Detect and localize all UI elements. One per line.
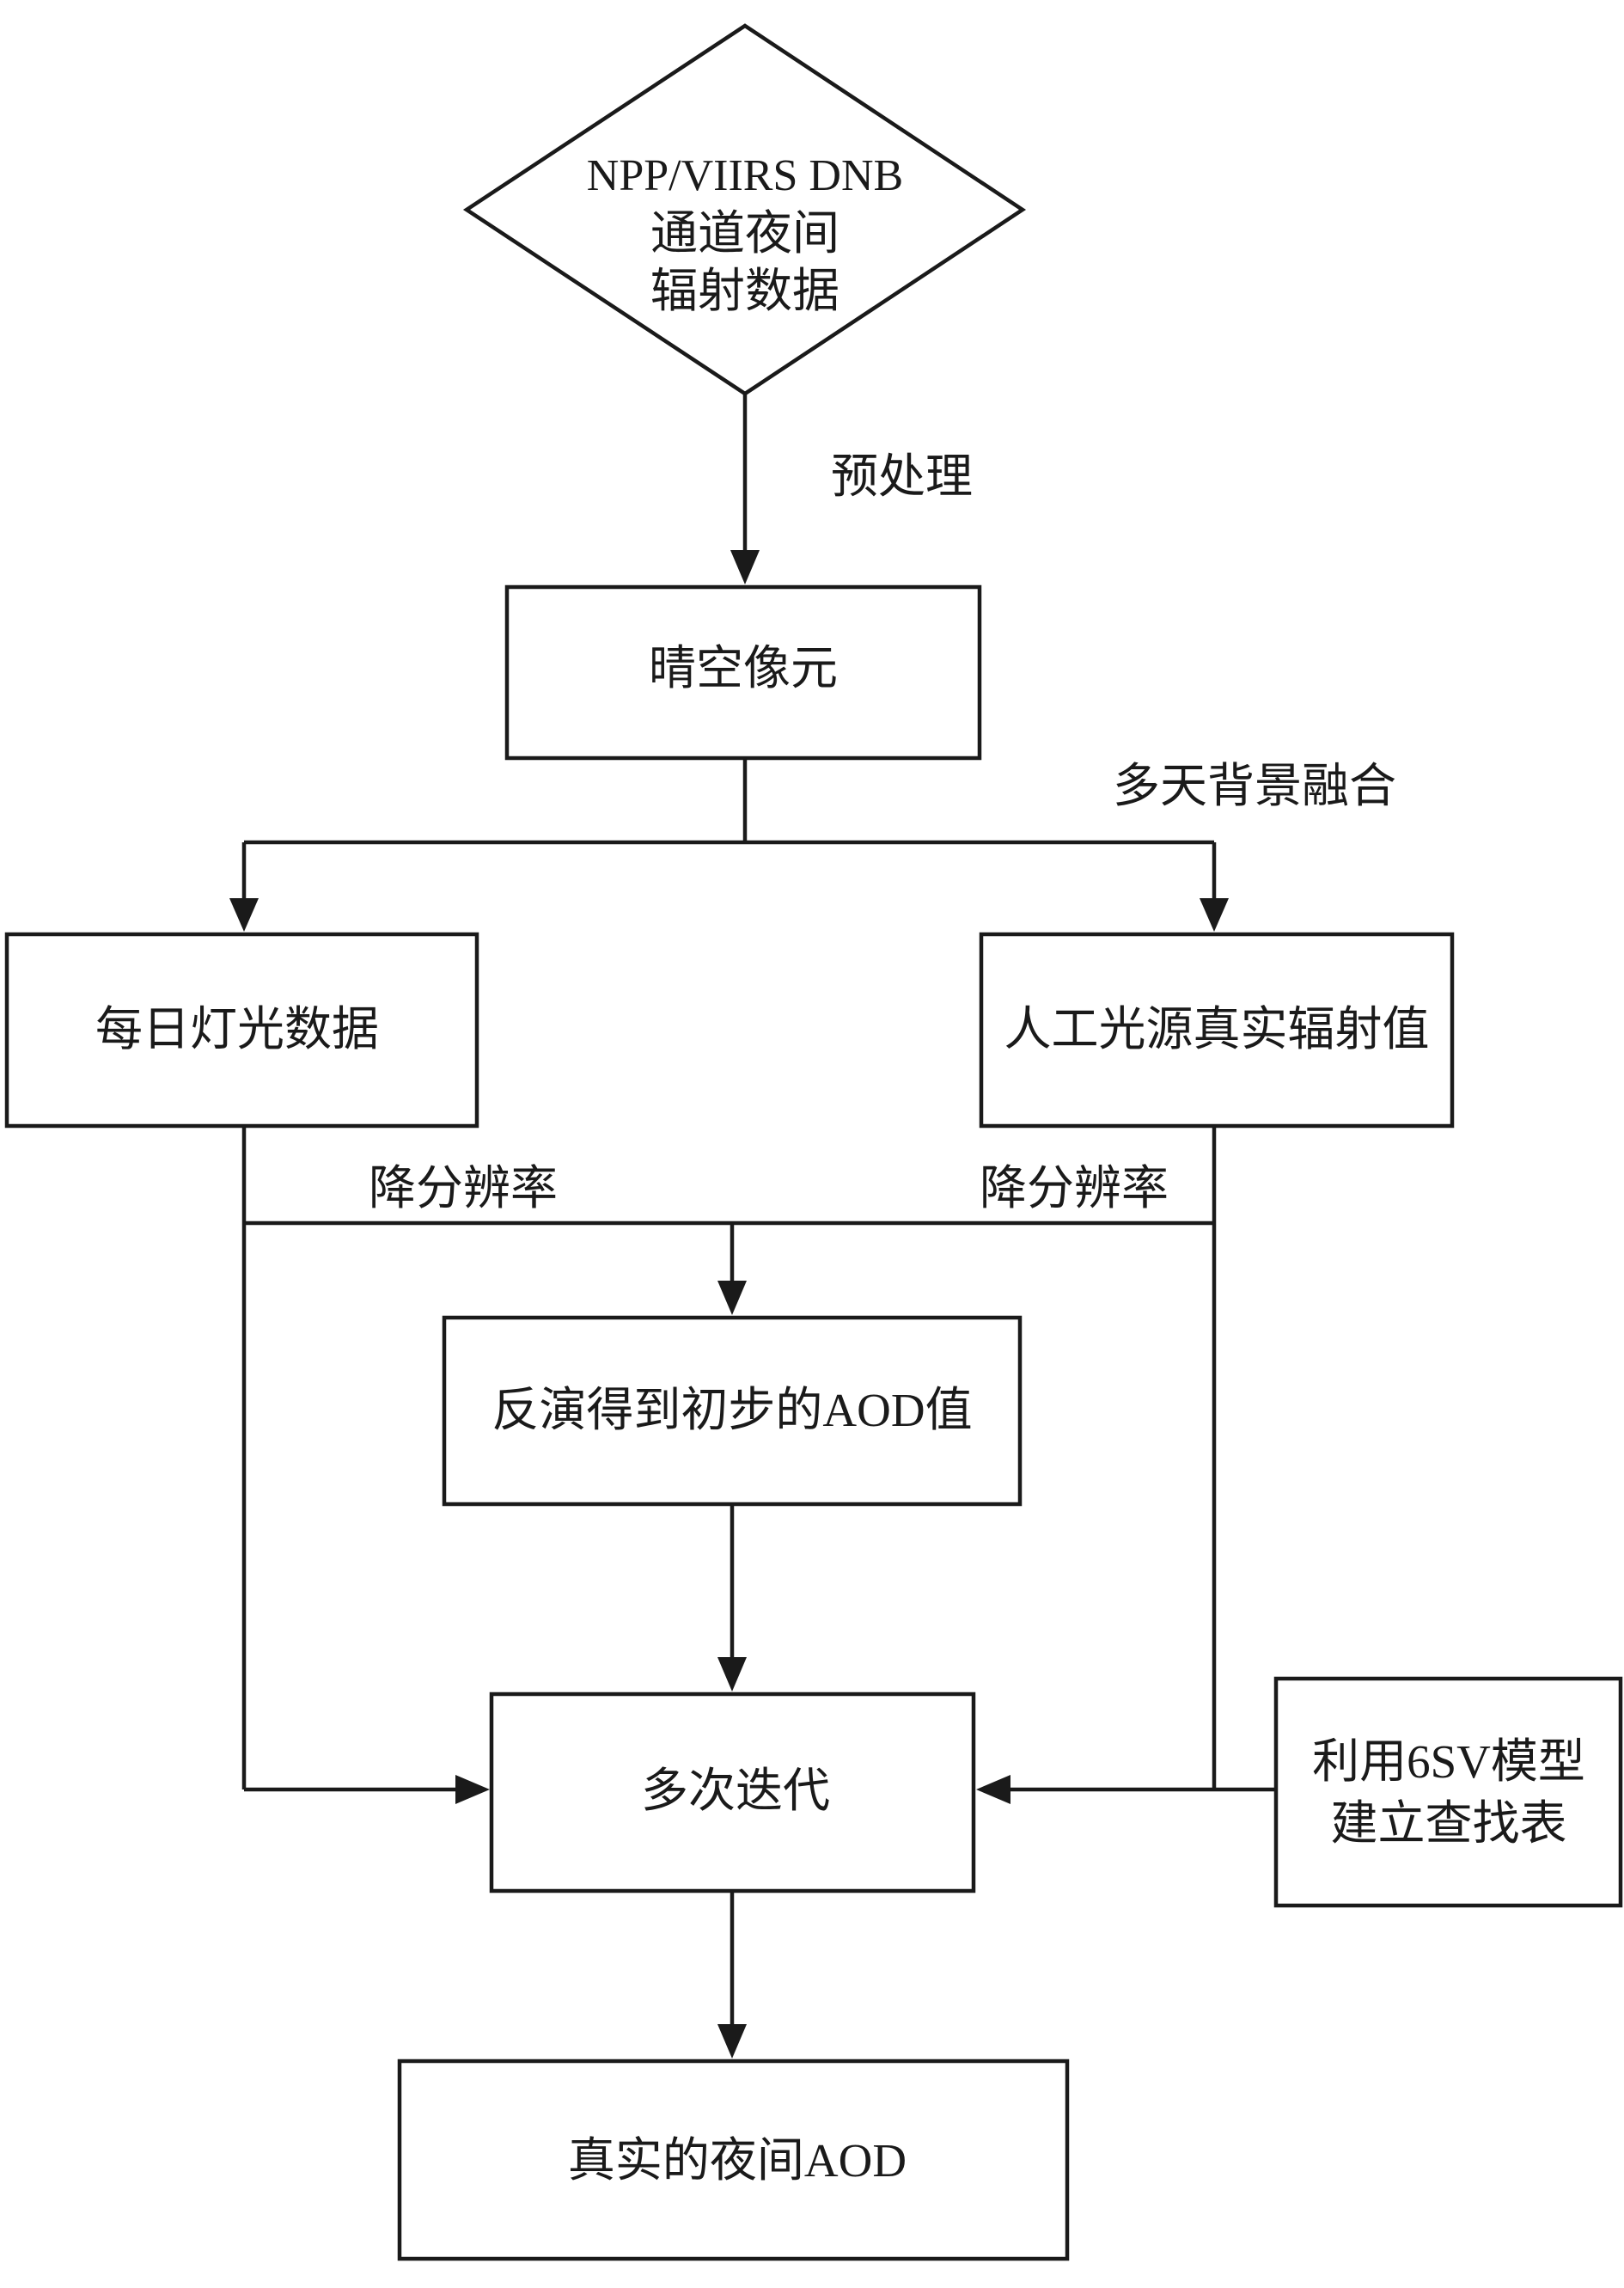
source-line-1: NPP/VIIRS DNB bbox=[587, 151, 903, 200]
initial-aod-box: 反演得到初步的AOD值 bbox=[442, 1315, 1023, 1507]
true-aod-box: 真实的夜间AOD bbox=[397, 2059, 1070, 2261]
artificial-radiance-label: 人工光源真实辐射值 bbox=[1004, 1003, 1429, 1055]
arrowhead-true-aod bbox=[717, 2024, 747, 2059]
source-line-2: 通道夜间 bbox=[650, 207, 839, 260]
lut-line-1: 利用6SV模型 bbox=[1312, 1735, 1585, 1788]
source-diamond: NPP/VIIRS DNB 通道夜间 辐射数据 bbox=[462, 23, 1027, 396]
arrowhead-initial-aod bbox=[717, 1281, 747, 1315]
arrowhead-iteration-left bbox=[455, 1775, 490, 1804]
true-aod-label: 真实的夜间AOD bbox=[568, 2134, 907, 2187]
label-preprocess: 预处理 bbox=[831, 450, 973, 503]
arrowhead-artificial-radiance bbox=[1200, 898, 1229, 932]
arrowhead-daily-light bbox=[229, 898, 259, 932]
daily-light-box: 每日灯光数据 bbox=[4, 932, 479, 1129]
lut-rect bbox=[1273, 1676, 1623, 1908]
lut-line-2: 建立查找表 bbox=[1330, 1797, 1566, 1850]
label-downsample-right: 降分辨率 bbox=[980, 1162, 1169, 1214]
daily-light-rect bbox=[4, 932, 479, 1129]
arrowhead-iteration-top bbox=[717, 1657, 747, 1692]
iteration-label: 多次迭代 bbox=[641, 1765, 830, 1817]
artificial-radiance-rect bbox=[979, 932, 1455, 1129]
artificial-radiance-box: 人工光源真实辐射值 bbox=[979, 932, 1455, 1129]
label-multi-day-fusion: 多天背景融合 bbox=[1113, 760, 1396, 812]
arrowhead-iteration-right bbox=[976, 1775, 1010, 1804]
initial-aod-rect bbox=[442, 1315, 1023, 1507]
daily-light-label: 每日灯光数据 bbox=[95, 1003, 379, 1055]
true-aod-rect bbox=[397, 2059, 1070, 2261]
arrowhead-clear-sky bbox=[730, 550, 760, 584]
source-line-3: 辐射数据 bbox=[650, 265, 839, 317]
connectors bbox=[229, 394, 1274, 2059]
clear-sky-rect bbox=[504, 584, 982, 761]
edge-labels: 预处理 多天背景融合 降分辨率 降分辨率 bbox=[369, 450, 1396, 1214]
initial-aod-label: 反演得到初步的AOD值 bbox=[491, 1384, 972, 1436]
clear-sky-label: 晴空像元 bbox=[649, 642, 838, 694]
iteration-rect bbox=[489, 1692, 976, 1893]
clear-sky-box: 晴空像元 bbox=[504, 584, 982, 761]
lut-box: 利用6SV模型 建立查找表 bbox=[1273, 1676, 1623, 1908]
label-downsample-left: 降分辨率 bbox=[369, 1162, 558, 1214]
source-diamond-shape bbox=[462, 23, 1027, 396]
iteration-box: 多次迭代 bbox=[489, 1692, 976, 1893]
